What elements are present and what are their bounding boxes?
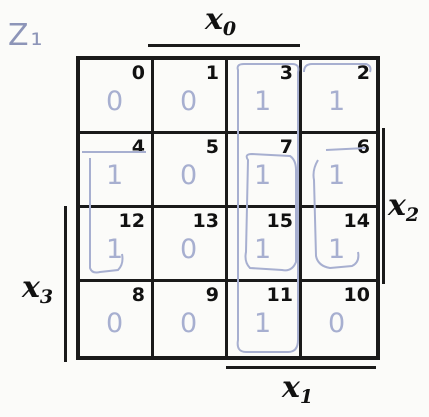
cell-value: 1 bbox=[106, 234, 124, 265]
var-label-x0: x0 bbox=[205, 2, 237, 40]
cell-value: 0 bbox=[180, 234, 198, 265]
cell-value: 1 bbox=[328, 234, 346, 265]
var-label-x3: x3 bbox=[22, 270, 54, 308]
var-label-x1: x1 bbox=[282, 370, 314, 408]
cell-index: 9 bbox=[205, 284, 219, 306]
cell-index: 2 bbox=[356, 62, 370, 84]
cell-index: 13 bbox=[192, 210, 219, 232]
cell-index: 8 bbox=[131, 284, 145, 306]
cell-index: 3 bbox=[279, 62, 293, 84]
cell-value: 0 bbox=[180, 160, 198, 191]
cell-value: 1 bbox=[106, 160, 124, 191]
cell-index: 11 bbox=[266, 284, 293, 306]
var-label-x2: x2 bbox=[388, 188, 420, 226]
cell-value: 0 bbox=[106, 308, 124, 339]
cell-index: 0 bbox=[131, 62, 145, 84]
cell-index: 4 bbox=[131, 136, 145, 158]
cell-index: 10 bbox=[343, 284, 370, 306]
cell-index: 6 bbox=[356, 136, 370, 158]
map-label: Z₁ bbox=[8, 18, 45, 53]
var-bar-x3 bbox=[64, 206, 67, 362]
var-bar-x0 bbox=[148, 44, 300, 47]
cell-index: 1 bbox=[205, 62, 219, 84]
cell-value: 1 bbox=[254, 160, 272, 191]
cell-index: 7 bbox=[279, 136, 293, 158]
cell-value: 1 bbox=[254, 86, 272, 117]
cell-index: 5 bbox=[205, 136, 219, 158]
cell-value: 0 bbox=[106, 86, 124, 117]
cell-value: 1 bbox=[328, 86, 346, 117]
var-bar-x2 bbox=[382, 128, 385, 284]
var-bar-x1 bbox=[226, 366, 376, 369]
cell-value: 0 bbox=[180, 308, 198, 339]
cell-value: 0 bbox=[328, 308, 346, 339]
cell-value: 0 bbox=[180, 86, 198, 117]
cell-value: 1 bbox=[328, 160, 346, 191]
cell-index: 15 bbox=[266, 210, 293, 232]
cell-value: 1 bbox=[254, 234, 272, 265]
cell-value: 1 bbox=[254, 308, 272, 339]
cell-index: 14 bbox=[343, 210, 370, 232]
cell-index: 12 bbox=[118, 210, 145, 232]
